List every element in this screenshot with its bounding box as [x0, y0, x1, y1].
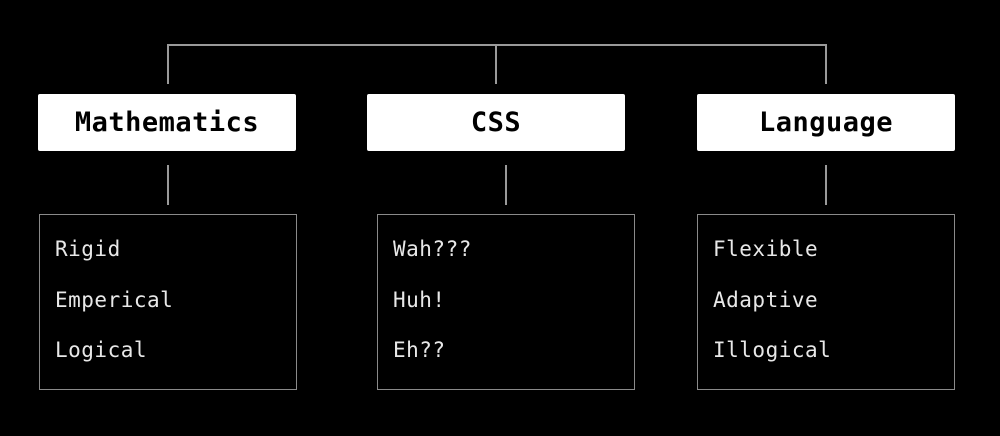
list-box-language: Flexible Adaptive Illogical: [697, 214, 955, 390]
list-item: Illogical: [713, 338, 832, 362]
connector-css-bottom: [505, 165, 507, 205]
connector-language-bottom: [825, 165, 827, 205]
list-item: Huh!: [393, 288, 446, 312]
list-item: Adaptive: [713, 288, 819, 312]
header-mathematics-label: Mathematics: [74, 107, 260, 138]
connector-language-top: [825, 44, 827, 84]
list-item: Rigid: [55, 237, 121, 261]
header-language-label: Language: [758, 107, 894, 138]
connector-mathematics-bottom: [167, 165, 169, 205]
connector-mathematics-top: [167, 44, 169, 84]
list-box-mathematics: Rigid Emperical Logical: [39, 214, 297, 390]
list-item: Logical: [55, 338, 148, 362]
header-language: Language: [697, 94, 955, 151]
list-item: Wah???: [393, 237, 472, 261]
list-item: Emperical: [55, 288, 174, 312]
connector-css-top: [495, 44, 497, 84]
header-css: CSS: [367, 94, 625, 151]
header-css-label: CSS: [470, 107, 522, 138]
list-item: Flexible: [713, 237, 819, 261]
list-item: Eh??: [393, 338, 446, 362]
header-mathematics: Mathematics: [38, 94, 296, 151]
list-box-css: Wah??? Huh! Eh??: [377, 214, 635, 390]
top-horizontal-connector: [167, 44, 827, 46]
